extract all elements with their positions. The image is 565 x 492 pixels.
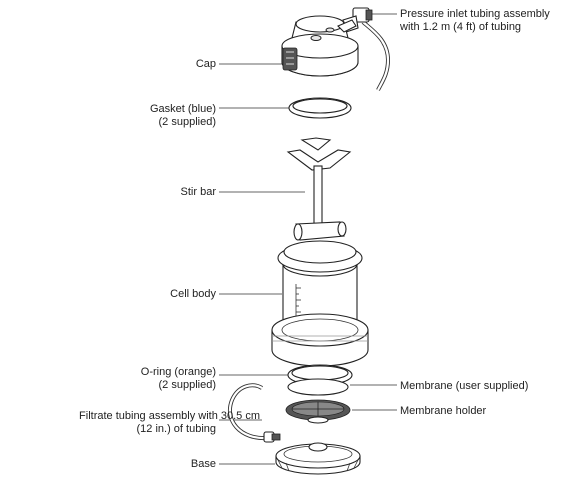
- cell-body-part: [271, 240, 369, 367]
- label-membrane: Membrane (user supplied): [400, 380, 529, 392]
- membrane-part: [287, 378, 349, 396]
- label-filtrate-line1: Filtrate tubing assembly with 30.5 cm: [79, 410, 260, 422]
- stir-bar-part: [286, 137, 352, 241]
- pressure-inlet-assembly: [342, 7, 391, 91]
- label-gasket-line1: Gasket (blue): [149, 103, 216, 115]
- label-filtrate-line2: (12 in.) of tubing: [136, 423, 217, 435]
- label-gasket-line2: (2 supplied): [158, 116, 216, 128]
- label-base: Base: [190, 458, 216, 470]
- membrane-holder-part: [285, 399, 351, 424]
- filtrate-tubing-part: [228, 383, 281, 443]
- label-cap: Cap: [195, 58, 216, 70]
- label-oring-line1: O-ring (orange): [140, 366, 216, 378]
- label-stir-bar: Stir bar: [180, 186, 216, 198]
- label-oring-line2: (2 supplied): [158, 379, 216, 391]
- label-pressure-inlet-line2: with 1.2 m (4 ft) of tubing: [400, 21, 522, 33]
- base-part: [275, 442, 361, 475]
- gasket-part: [288, 97, 352, 119]
- label-membrane-holder: Membrane holder: [400, 405, 487, 417]
- cap-part: [281, 15, 359, 77]
- label-pressure-inlet-line1: Pressure inlet tubing assembly: [400, 8, 550, 20]
- label-cell-body: Cell body: [170, 288, 216, 300]
